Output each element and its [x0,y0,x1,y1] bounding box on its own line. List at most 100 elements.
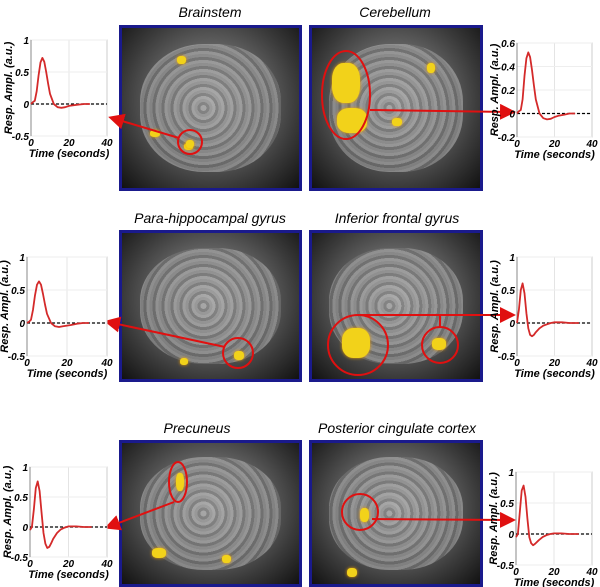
brain-image-precuneus [119,440,302,587]
y-tick-label: -0.5 [12,132,30,143]
brain-image-inferior-frontal [309,230,483,382]
x-axis-label: Time (seconds) [27,368,108,380]
x-tick-label: 40 [585,358,598,369]
x-tick-label: 0 [27,559,33,570]
x-axis-label: Time (seconds) [28,569,109,581]
arrow [104,316,226,348]
y-tick-label: 0 [19,319,25,330]
y-tick-label: 1 [22,463,28,474]
y-axis-label: Resp. Ampl. (a.u.) [0,260,11,353]
x-axis-label: Time (seconds) [29,148,110,160]
activation-blob [360,508,369,522]
y-tick-label: -0.5 [498,352,516,363]
activation-blob [150,130,160,137]
activation-blob [222,555,231,563]
y-tick-label: 1 [19,253,25,264]
y-tick-label: 0 [508,530,514,541]
activation-blob [152,548,166,558]
x-tick-label: 40 [585,567,598,578]
y-axis-label: Resp. Ampl. (a.u.) [489,260,501,353]
response-curve [515,484,579,547]
x-axis-label: Time (seconds) [514,577,595,587]
y-tick-label: -0.5 [8,352,26,363]
y-tick-label: 0.5 [11,286,25,297]
roi-circle [321,50,371,140]
y-tick-label: 0.5 [501,286,515,297]
activation-blob [392,118,402,126]
brain-image-para-hippocampal [119,230,302,382]
response-curve [516,51,576,121]
y-tick-label: 0.4 [501,63,515,74]
arrow [369,103,516,120]
title-posterior-cingulate: Posterior cingulate cortex [318,420,476,436]
activation-blob [427,63,435,73]
x-axis-label: Time (seconds) [514,368,595,380]
y-tick-label: 0 [509,319,515,330]
roi-circle [177,129,203,155]
title-para-hippocampal: Para-hippocampal gyrus [134,210,286,226]
y-tick-label: 0.2 [501,86,515,97]
x-tick-label: 20 [62,559,75,570]
x-tick-label: 20 [547,567,560,578]
activation-blob [180,358,188,365]
x-tick-label: 40 [585,139,598,150]
y-tick-label: -0.5 [11,553,29,564]
activation-blob [432,338,446,350]
activation-blob [347,568,357,577]
x-tick-label: 20 [62,138,75,149]
x-tick-label: 40 [100,559,113,570]
x-tick-label: 20 [60,358,73,369]
response-curve [26,280,89,328]
arrow [371,511,516,528]
y-tick-label: 0.6 [501,39,515,50]
response-curve [30,57,90,109]
brain-image-brainstem [119,25,302,191]
y-tick-label: 0.5 [14,493,28,504]
y-tick-label: 1 [508,468,514,479]
x-tick-label: 40 [100,138,113,149]
response-curve [516,282,579,338]
x-tick-label: 0 [24,358,30,369]
x-axis-label: Time (seconds) [514,149,595,161]
brain-image-cerebellum [309,25,483,191]
y-axis-label: Resp. Ampl. (a.u.) [488,472,500,565]
title-inferior-frontal: Inferior frontal gyrus [334,210,460,226]
y-tick-label: -0.2 [498,133,516,144]
roi-circle [168,461,188,503]
arrow [108,113,180,139]
activation-blob [176,473,184,491]
roi-circle [327,314,389,376]
y-tick-label: 0 [23,100,29,111]
x-tick-label: 0 [514,358,520,369]
roi-circle [341,493,379,531]
activation-blob [342,328,370,358]
y-tick-label: 1 [23,36,29,47]
activation-blob [234,351,244,360]
title-brainstem: Brainstem [178,4,242,20]
y-tick-label: 1 [509,253,515,264]
activation-blob [186,140,194,148]
y-axis-label: Resp. Ampl. (a.u.) [489,43,501,136]
title-cerebellum: Cerebellum [359,4,431,20]
activation-blob [177,56,186,64]
x-tick-label: 20 [548,358,561,369]
roi-circle [222,337,254,369]
y-tick-label: -0.5 [497,561,515,572]
y-axis-label: Resp. Ampl. (a.u.) [2,465,14,558]
y-tick-label: 0 [22,523,28,534]
x-tick-label: 40 [100,358,113,369]
x-tick-label: 0 [28,138,34,149]
x-tick-label: 0 [514,139,520,150]
response-curve [29,480,92,549]
title-precuneus: Precuneus [163,420,231,436]
activation-blob [332,63,360,103]
y-tick-label: 0 [509,110,515,121]
x-tick-label: 20 [548,139,561,150]
